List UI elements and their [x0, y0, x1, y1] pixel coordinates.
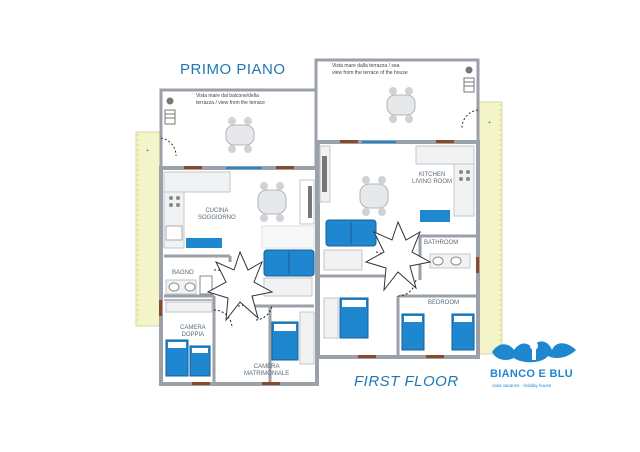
brand-tagline: casa vacanze · holiday house	[492, 383, 552, 388]
left-kitchen-label-line2: SOGGIORNO	[198, 215, 236, 221]
right-bath-label: BATHROOM	[424, 240, 459, 246]
left-bedroom1-label-line2: DOPPIA	[181, 332, 205, 338]
left-bedroom1-label: CAMERA DOPPIA	[180, 325, 206, 339]
right-kitchen-label-line1: KITCHEN	[418, 172, 446, 178]
left-terrace-cabinet	[164, 109, 176, 125]
left-garden-strip	[135, 131, 161, 327]
left-kitchen-label-line1: CUCINA	[205, 208, 229, 214]
left-bedroom2-label-line2: MATRIMONIALE	[244, 371, 290, 377]
right-terrace-table	[386, 87, 416, 123]
first-floor-title: FIRST FLOOR	[354, 373, 459, 390]
right-bed-bedroom	[401, 313, 475, 351]
left-lamp-icon	[166, 97, 174, 105]
right-kitchen-label-line2: LIVING ROOM	[412, 179, 453, 185]
right-terrace-note-line1: Vista mare dalla terrazza / sea	[332, 63, 400, 69]
left-dining-table	[257, 182, 287, 222]
right-lamp-icon	[465, 66, 473, 74]
right-hallway	[364, 220, 432, 292]
svg-text:+: +	[146, 148, 149, 154]
brand-name: BIANCO E BLU	[490, 368, 574, 380]
right-dining-table	[359, 176, 389, 216]
left-terrace-note-line1: Vista mare dal balcone/della	[196, 93, 259, 99]
right-kitchen-cabinet	[420, 210, 450, 222]
right-bedroom-label: BEDROOM	[428, 300, 460, 306]
bianco-e-blu-logo	[492, 340, 576, 363]
right-terrace-note-line2: view from the terrace of the house	[332, 70, 408, 76]
windows	[159, 140, 479, 385]
right-bed-living	[323, 297, 369, 339]
left-terrace-note-line2: terrazza / view from the terrace	[196, 100, 265, 106]
svg-text:+: +	[488, 120, 491, 126]
left-hallway	[206, 250, 274, 322]
left-bedroom2-label-line1: CAMERA	[253, 364, 280, 370]
left-bath-label: BAGNO	[172, 270, 194, 276]
primo-piano-title: PRIMO PIANO	[180, 61, 286, 78]
left-kitchen-cabinet	[186, 238, 222, 248]
left-terrace-note: Vista mare dal balcone/della terrazza / …	[196, 93, 265, 107]
left-kitchen-counter	[163, 171, 231, 193]
left-kitchen-label: CUCINA SOGGIORNO	[198, 208, 236, 222]
left-bed-double-room	[165, 339, 211, 377]
left-bed-main-room	[271, 311, 315, 365]
right-garden-strip	[477, 101, 503, 355]
left-bedroom2-label: CAMERA MATRIMONIALE	[244, 364, 289, 378]
right-kitchen-label: KITCHEN LIVING ROOM	[412, 172, 452, 186]
left-bedroom1-label-line1: CAMERA	[180, 325, 206, 331]
right-terrace-cabinet	[463, 77, 475, 93]
right-terrace-note: Vista mare dalla terrazza / sea view fro…	[332, 63, 408, 77]
left-terrace-table	[225, 117, 255, 153]
